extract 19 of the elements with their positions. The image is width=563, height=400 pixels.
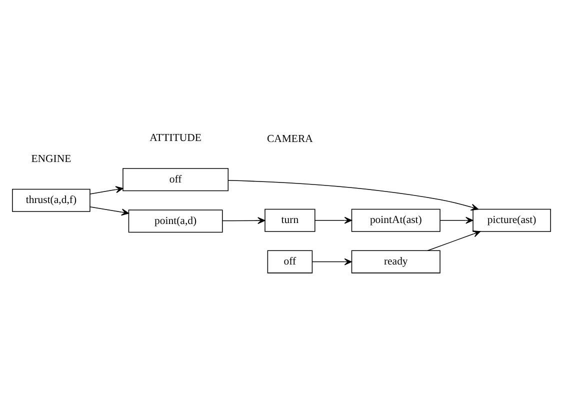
arrow — [222, 217, 266, 224]
arrow — [228, 180, 479, 211]
arrow — [90, 186, 124, 194]
node-box: ready — [351, 250, 440, 274]
label: CAMERA — [266, 132, 313, 145]
arrow — [440, 216, 474, 224]
label: ENGINE — [31, 152, 72, 165]
label: ATTITUDE — [150, 132, 202, 144]
arrow — [312, 258, 352, 266]
node-box: off — [122, 168, 229, 192]
node-box: off — [267, 250, 313, 274]
arrow — [427, 230, 481, 251]
node-box: picture(ast) — [472, 208, 551, 232]
node-box: turn — [264, 208, 316, 232]
node-box: pointAt(ast) — [351, 208, 440, 232]
arrow — [90, 206, 130, 216]
arrow — [314, 216, 352, 224]
node-box: thrust(a,d,f) — [12, 188, 90, 212]
node-box: point(a,d) — [128, 210, 223, 233]
